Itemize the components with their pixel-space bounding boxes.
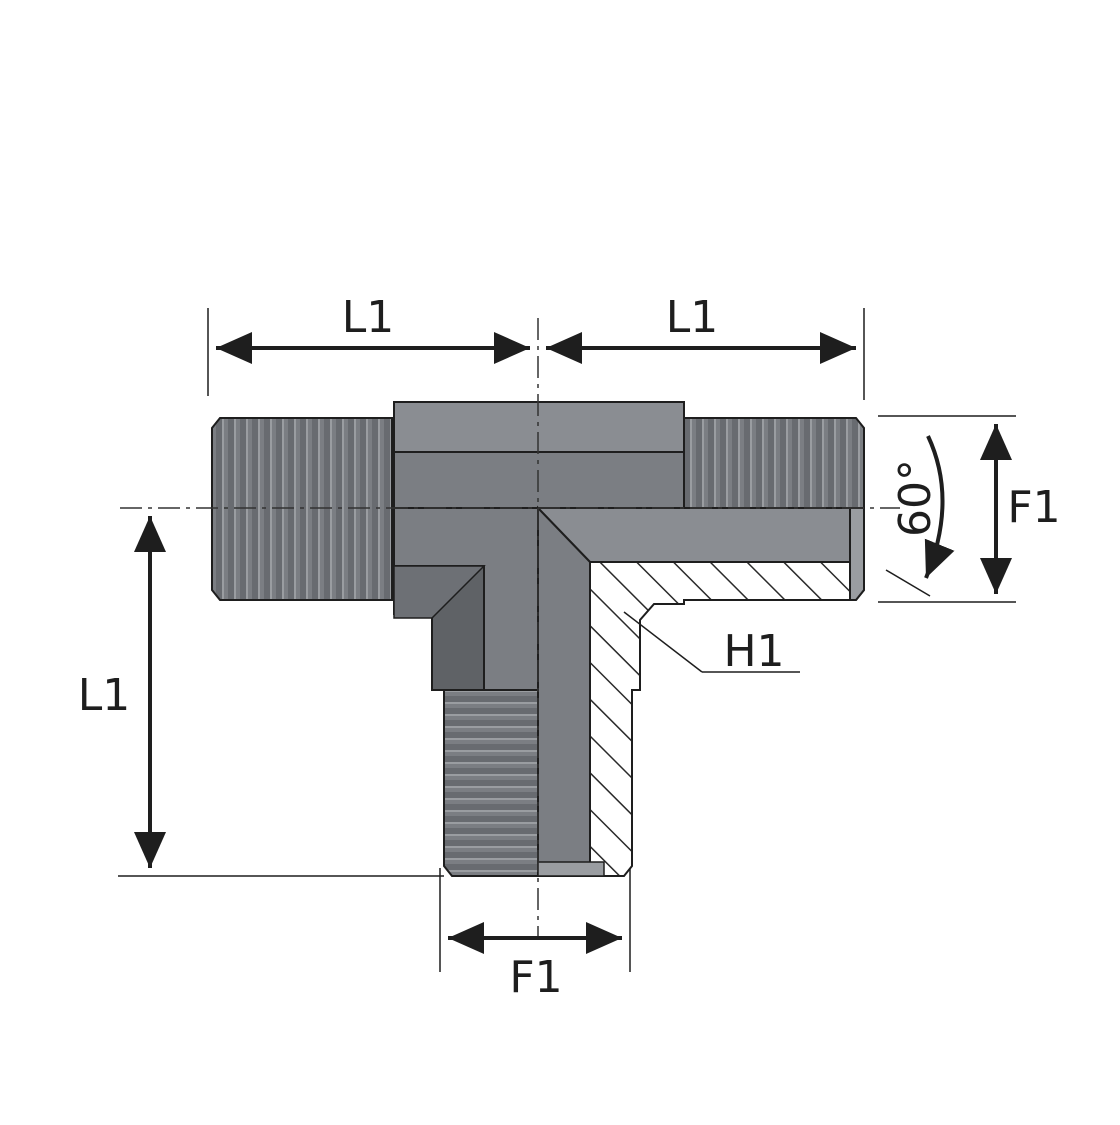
bottom-thread-end	[443, 689, 539, 877]
label-f1-right: F1	[1007, 482, 1060, 533]
label-l1-top-right: L1	[666, 292, 719, 343]
label-angle: 60°	[890, 459, 941, 537]
centerlines	[120, 318, 900, 940]
hex-body-top	[393, 401, 685, 453]
bottom-end-face	[537, 861, 605, 877]
left-thread-end	[211, 417, 393, 601]
label-h1: H1	[723, 626, 784, 677]
leader-h1-diag	[623, 611, 703, 673]
right-thread-end	[683, 417, 865, 509]
dimension-arrows	[134, 332, 1012, 954]
tee-fitting-body	[211, 401, 865, 877]
right-end-face	[849, 507, 865, 601]
ext-angle-tick	[885, 569, 931, 597]
hex-body-main	[393, 451, 685, 509]
label-f1-bottom: F1	[509, 952, 562, 1003]
label-l1-top-left: L1	[342, 292, 395, 343]
horizontal-bore	[535, 507, 851, 563]
section-wall	[589, 561, 865, 877]
body-recess-bevel	[393, 565, 486, 619]
dimension-labels: L1 L1 L1 F1 F1 H1 60°	[78, 292, 1061, 1003]
dim-angle-arc	[924, 435, 955, 579]
extension-lines	[118, 308, 1016, 972]
label-l1-left: L1	[78, 670, 131, 721]
